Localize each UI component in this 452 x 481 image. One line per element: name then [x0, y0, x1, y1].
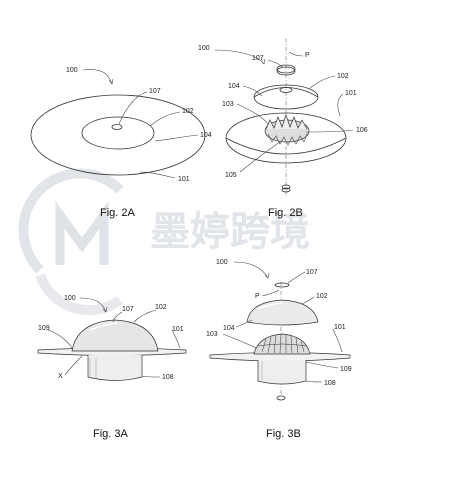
fig2b-ref-100: 100	[198, 45, 210, 52]
fig3b-ref-101: 101	[334, 324, 346, 331]
fig2b-ref-106: 106	[356, 127, 368, 134]
fig3b-ref-109: 109	[340, 366, 352, 373]
fig2b-cap-107	[276, 66, 296, 76]
fig2a-ref-104: 104	[200, 132, 212, 139]
fig2a-ref-102: 102	[182, 108, 194, 115]
fig3b-ref-107: 107	[306, 269, 318, 276]
fig3b-ref-108: 108	[324, 380, 336, 387]
fig3a-ref-100: 100	[64, 295, 76, 302]
figure-3a: 100 107 102 109 101 X 108 Fig. 3A	[37, 295, 187, 440]
fig3a-ref-x: X	[58, 373, 63, 380]
fig3b-ref-104: 104	[223, 325, 235, 332]
fig3b-caption: Fig. 3B	[266, 428, 301, 440]
fig2b-bottom-plug-105	[281, 184, 291, 190]
fig3a-ref-101: 101	[172, 326, 184, 333]
fig3b-bottom-plug	[276, 395, 286, 401]
fig3b-stem-108	[257, 360, 307, 385]
fig2b-ref-102: 102	[337, 73, 349, 80]
fig3b-dome-102	[246, 299, 319, 326]
fig3a-ref-108: 108	[162, 374, 174, 381]
fig2b-ref-107: 107	[252, 55, 264, 62]
watermark-logo-icon	[18, 168, 124, 316]
fig3a-ref-109: 109	[38, 325, 50, 332]
fig3b-cap-107	[274, 282, 290, 288]
fig2b-ref-103: 103	[222, 101, 234, 108]
fig2b-ref-p: P	[305, 52, 310, 59]
fig2a-ref-101: 101	[178, 176, 190, 183]
fig2a-outer-disc-101	[30, 94, 206, 176]
fig3a-stem-108	[87, 355, 143, 381]
figure-2b: 100 107 P 102 104 101 103 106 105 Fig. 2…	[198, 38, 368, 219]
fig2b-caption: Fig. 2B	[268, 207, 303, 219]
figure-3b: 100 107 P 102 104 103 101 109 108 Fig. 3…	[206, 259, 352, 440]
fig3a-ref-107: 107	[122, 306, 134, 313]
fig3b-ref-p: P	[255, 293, 260, 300]
fig2a-caption: Fig. 2A	[100, 207, 136, 219]
fig3b-ribbed-core-103	[253, 333, 311, 355]
fig2a-ref-107: 107	[149, 88, 161, 95]
fig2a-center-button-107	[111, 124, 123, 130]
fig2b-ref-101: 101	[345, 90, 357, 97]
fig2b-inner-disc-102	[253, 84, 319, 110]
fig2b-ref-104: 104	[228, 83, 240, 90]
fig3b-ref-103: 103	[206, 331, 218, 338]
fig3b-ref-102: 102	[316, 293, 328, 300]
figure-2a: 100 107 102 104 101 Fig. 2A	[30, 67, 212, 219]
fig2a-ref-100: 100	[66, 67, 78, 74]
fig2b-spiked-core-106	[264, 113, 310, 146]
watermark-text: 墨婷跨境	[150, 209, 310, 255]
fig3a-ref-102: 102	[155, 304, 167, 311]
fig2a-inner-disc-102	[81, 116, 155, 150]
fig3b-ref-100: 100	[216, 259, 228, 266]
fig2b-ref-105: 105	[225, 172, 237, 179]
fig3a-caption: Fig. 3A	[93, 428, 129, 440]
watermark: 墨婷跨境	[18, 168, 310, 316]
fig3a-dome-102	[71, 319, 159, 352]
